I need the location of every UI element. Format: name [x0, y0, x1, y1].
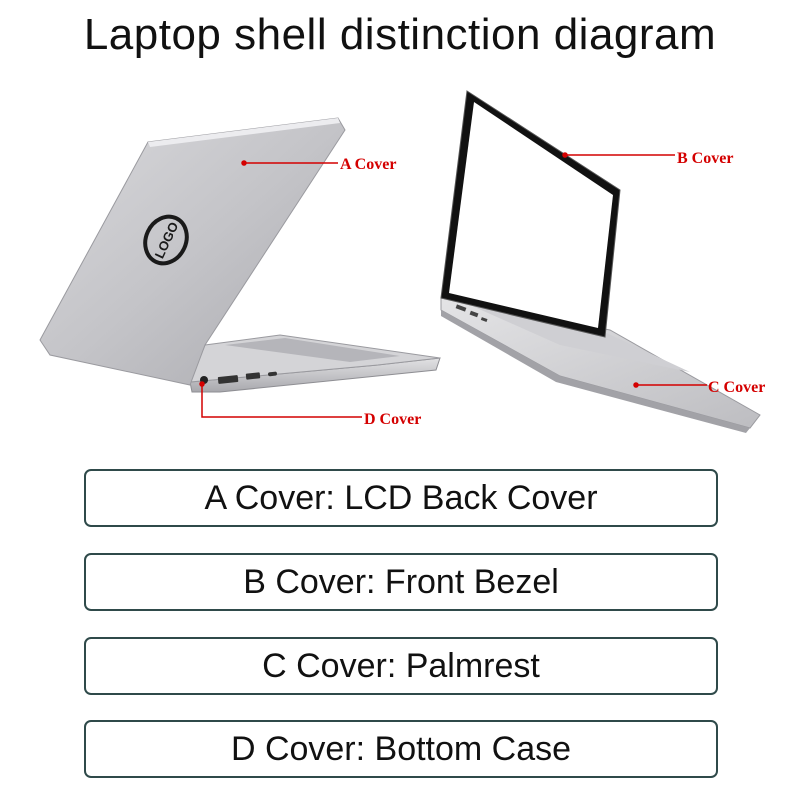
callout-label-b: B Cover — [677, 150, 733, 167]
keyboard-area — [225, 338, 400, 362]
hdmi-port-icon — [217, 375, 239, 384]
lid-edge-highlight — [148, 118, 340, 147]
laptop-illustration: LOGO A Cover B Cover C Cover D Cover — [39, 90, 765, 433]
front-view-laptop — [440, 90, 761, 433]
usb-port-icon — [245, 372, 261, 380]
legend-b-cover: B Cover: Front Bezel — [84, 553, 718, 611]
usbc-port-icon — [268, 371, 277, 377]
callout-line-d — [201, 384, 362, 418]
callout-dot-a — [241, 160, 247, 166]
callout-dot-b — [562, 152, 568, 158]
left-port-2-icon — [469, 310, 479, 318]
display-panel — [449, 102, 613, 328]
left-port-1-icon — [455, 304, 467, 312]
keyboard-deck — [470, 305, 690, 372]
left-port-3-icon — [480, 317, 488, 322]
callout-label-c: C Cover — [708, 379, 765, 396]
callout-label-a: A Cover — [340, 156, 396, 173]
rear-view-laptop: LOGO — [39, 117, 441, 393]
legend-a-cover: A Cover: LCD Back Cover — [84, 469, 718, 527]
callout-dot-d — [199, 381, 205, 387]
callout-lines — [199, 152, 707, 418]
legend-d-cover: D Cover: Bottom Case — [84, 720, 718, 778]
legend-c-cover: C Cover: Palmrest — [84, 637, 718, 695]
callout-dot-c — [633, 382, 639, 388]
callout-label-d: D Cover — [364, 411, 421, 428]
base-front-edge — [441, 310, 750, 433]
lcd-back-cover-shape — [39, 117, 346, 386]
page-title: Laptop shell distinction diagram — [83, 10, 717, 59]
